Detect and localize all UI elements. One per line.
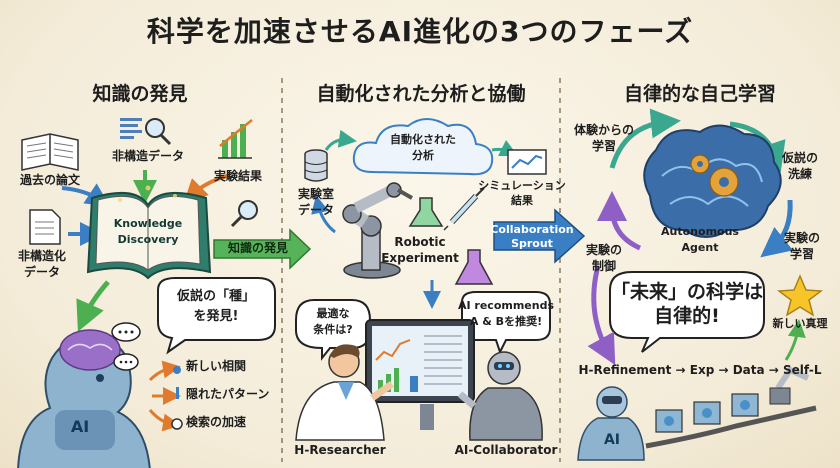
down-arrow-green [76,280,110,332]
automated-lab-line [645,366,817,449]
database-icon [304,149,328,182]
bubble-future-line-1: 「未来」の科学は [610,281,764,303]
syringe-icon [443,187,485,231]
cloud-label-2: 分析 [412,149,434,162]
arrow-label-collab-1: Collaboration [490,223,574,236]
brain-label-2: Agent [681,241,719,254]
bubble-optimal-1: 最適な [316,307,350,320]
arrow-label-collab-2: Sprout [511,237,553,250]
section-dividers [281,78,561,462]
book-title-2: Discovery [117,233,179,246]
output-hidden-patterns: 隠れたパターン [186,387,270,401]
star-icon [776,274,824,317]
ai-robot-small [577,386,645,461]
phase1-green-arrow [213,228,312,270]
document-icon [29,209,61,245]
bubble-recommends-2: A & Bを推奨! [469,315,543,328]
ai-label-phase3: AI [603,432,621,448]
magnifier-icon [230,200,258,228]
ai-label-phase1: AI [70,417,90,436]
label-h-researcher: H-Researcher [294,443,386,457]
label-ai-collaborator: AI-Collaborator [454,443,558,457]
label-experiment-learning-2: 学習 [789,247,815,261]
phase-2-heading: 自動化された分析と協働 [316,83,526,105]
output-faster-search: 検索の加速 [186,415,247,429]
ai-collaborator-robot [457,351,543,441]
think-dot-marks [118,330,134,364]
label-hypothesis-1: 仮説の [781,151,819,165]
cycle-arrows [597,108,794,258]
flask-purple [454,249,494,285]
label-lab-data-2: データ [297,203,335,217]
label-experiment-results: 実験結果 [213,169,263,183]
label-unstructured-data-top: 非構造データ [111,149,185,163]
cloud-label-1: 自動化された [390,133,456,146]
label-unstructured-data-left-1: 非構造化 [17,249,67,263]
arrow-label-discovery: 知識の発見 [227,241,289,255]
lab-arrows [311,195,441,309]
output-arrows [148,360,181,432]
control-arrow [587,265,806,366]
flask-green [408,197,444,227]
label-unstructured-data-left-2: データ [23,265,61,279]
book-stack-icon [21,133,79,171]
label-simulation-1: シミュレーション [478,179,566,192]
cloud-shape [352,118,494,176]
book-title-1: Knowledge [113,217,183,230]
output-icons [171,366,183,430]
label-past-papers: 過去の論文 [19,173,81,187]
label-new-truth: 新しい真理 [772,317,828,330]
collaboration-arrow [493,208,586,264]
phase-1-heading: 知識の発見 [92,83,188,105]
label-experience-2: 学習 [591,139,617,153]
label-experiment-learning-1: 実験の [783,231,821,245]
knowledge-book [86,185,212,280]
data-search-icon [120,118,172,146]
human-researcher [295,344,395,441]
label-experiment-control-2: 制御 [591,259,617,273]
label-experiment-control-1: 実験の [585,243,623,257]
bubble-seed-line-1: 仮説の「種」 [176,289,256,304]
label-hypothesis-2: 洗練 [787,167,813,181]
label-simulation-2: 結果 [511,194,533,207]
bubble-seed-line-2: を発見! [193,309,239,324]
robotic-arm [342,182,413,279]
autonomous-brain [643,124,782,238]
bubble-recommends-1: AI recommends [457,299,555,312]
label-robotic-2: Experiment [381,251,459,265]
label-flow: H-Refinement → Exp → Data → Self-L [578,363,822,377]
label-robotic-1: Robotic [394,235,446,249]
output-new-correlation: 新しい相関 [186,359,247,373]
phase-3-heading: 自律的な自己学習 [623,83,777,105]
simulation-chart-icon [507,149,547,175]
label-experience-1: 体験からの [573,123,635,137]
bubble-future-line-2: 自律的! [654,305,720,327]
ai-robot-head-1 [17,329,151,468]
phase1-bubble [157,277,276,355]
phase3-bubble [609,271,765,353]
brain-label-1: Autonomous [661,225,739,238]
bubble-optimal-2: 条件は? [313,323,353,336]
page-title: 科学を加速させるAI進化の3つのフェーズ [146,15,694,48]
label-lab-data-1: 実験室 [297,187,335,201]
tablet-screen [365,319,475,430]
results-chart-icon [218,119,253,159]
